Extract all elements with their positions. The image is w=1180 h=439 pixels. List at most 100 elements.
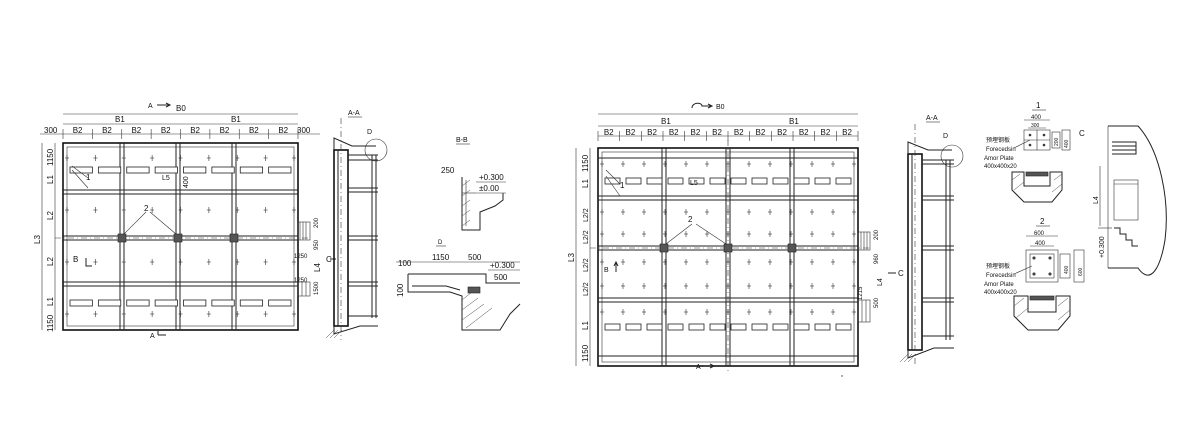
- left-top-slot: [154, 166, 178, 174]
- right-b2-5: B2: [691, 128, 701, 137]
- dim-left-l2-top: L2: [46, 211, 55, 220]
- right-bottom-slot: [688, 323, 705, 331]
- left-b2-4: B2: [161, 126, 171, 135]
- d2-dim-600-right: 600: [1078, 267, 1084, 276]
- r-dim-b1-left: B1: [661, 117, 671, 126]
- left-bottom-slot-row: [69, 299, 292, 307]
- dim-b0: B0: [176, 104, 186, 113]
- right-b2-8: B2: [756, 128, 766, 137]
- right-top-slot: [604, 177, 621, 185]
- d-dim-500-right: 500: [494, 273, 508, 282]
- right-bottom-slot: [751, 323, 768, 331]
- section-aa-title: A-A: [348, 110, 360, 117]
- right-bottom-slot: [772, 323, 789, 331]
- left-section-aa: A-A D: [325, 110, 388, 340]
- right-top-slot: [667, 177, 684, 185]
- r-callout-1: 1: [620, 181, 625, 190]
- d2-label-en2: Amor Plate: [984, 282, 1014, 288]
- dim-left-l2-bot: L2: [46, 257, 55, 266]
- right-b2-12: B2: [842, 128, 852, 137]
- right-top-slot: [814, 177, 831, 185]
- r-dim-left-l1-bot: L1: [581, 321, 590, 330]
- left-b2-6: B2: [220, 126, 230, 135]
- c-dim-l4: L4: [1093, 196, 1100, 204]
- dim-edge-left: 300: [44, 126, 58, 135]
- right-bottom-slot: [730, 323, 747, 331]
- left-bottom-slot: [69, 299, 93, 307]
- r-callout-2: 2: [688, 215, 693, 224]
- right-top-slot: [730, 177, 747, 185]
- right-top-slot: [646, 177, 663, 185]
- detail-c: C L4 +0.300: [1079, 125, 1167, 276]
- section-bb-title: B-B: [456, 137, 468, 144]
- dim-b1-left: B1: [115, 115, 125, 124]
- r-dim-left-l22-b: L2/2: [583, 230, 590, 244]
- r-dim-left-l22-a: L2/2: [583, 208, 590, 222]
- left-b2-5: B2: [190, 126, 200, 135]
- right-bottom-slot: [667, 323, 684, 331]
- right-b2-4: B2: [669, 128, 679, 137]
- left-top-slot: [268, 166, 292, 174]
- c-dim-0300: +0.300: [1099, 236, 1106, 258]
- left-top-slot: [126, 166, 150, 174]
- detail-mark-d: D: [367, 129, 372, 136]
- right-top-slot: [625, 177, 642, 185]
- d-dim-100-top: 100: [398, 259, 412, 268]
- d2-size: 400x400x20: [984, 290, 1017, 296]
- right-b2-10: B2: [799, 128, 809, 137]
- r-dim-left-l1-top: L1: [581, 179, 590, 188]
- d-dim-0300: +0.300: [490, 261, 515, 270]
- r-view-mark-b: B: [604, 267, 609, 274]
- right-b2-2: B2: [626, 128, 636, 137]
- detail-1: 1 400 300 200 400 预埋钢板 Forecedsin Amor P…: [984, 101, 1071, 203]
- right-bottom-slot: [835, 323, 852, 331]
- left-bottom-slot: [126, 299, 150, 307]
- left-b2-1: B2: [73, 126, 83, 135]
- dim-left-1150-top: 1150: [46, 148, 55, 166]
- right-b2-7: B2: [734, 128, 744, 137]
- right-top-slot-row: [604, 177, 852, 185]
- left-bottom-slot: [183, 299, 207, 307]
- right-bottom-slot: [604, 323, 621, 331]
- d-dim-100-left: 100: [396, 283, 405, 297]
- right-b2-3: B2: [647, 128, 657, 137]
- d1-size: 400x400x20: [984, 164, 1017, 170]
- left-bottom-slot: [97, 299, 122, 307]
- left-anchor-ticks: [65, 155, 296, 317]
- r-callout-l5: L5: [690, 180, 698, 187]
- left-b2-7: B2: [249, 126, 259, 135]
- dim-b1-right: B1: [231, 115, 241, 124]
- r-section-mark-top: B0: [716, 104, 725, 111]
- detail-c-title: C: [1079, 129, 1085, 138]
- dim-left-l1-top: L1: [46, 175, 55, 184]
- callout-1: 1: [86, 173, 91, 182]
- right-b2-1: B2: [604, 128, 614, 137]
- left-top-slot: [183, 166, 207, 174]
- r-dim-right-500: 500: [874, 297, 880, 308]
- r-dim-right-1215: 1215: [858, 286, 864, 300]
- r-dim-right-200: 200: [874, 229, 880, 240]
- callout-2: 2: [144, 204, 149, 213]
- left-bottom-slot: [154, 299, 178, 307]
- dim-edge-right: 300: [297, 126, 311, 135]
- left-top-slot: [239, 166, 264, 174]
- left-b2-2: B2: [102, 126, 112, 135]
- right-top-slot: [688, 177, 705, 185]
- d-dim-500-top: 500: [468, 253, 482, 262]
- right-top-slot: [835, 177, 852, 185]
- d1-dim-400-right: 400: [1064, 139, 1070, 148]
- right-b2-9: B2: [777, 128, 787, 137]
- d1-label-en1: Forecedsin: [986, 147, 1016, 153]
- r-section-mark-bottom: A: [696, 364, 701, 371]
- left-detail-d: D 100 1150 500 +0.300 500 100: [396, 240, 521, 331]
- r-dim-left-1150-top: 1150: [581, 154, 590, 172]
- left-b2-3: B2: [131, 126, 141, 135]
- right-b2-6: B2: [712, 128, 722, 137]
- right-bottom-slot-row: [604, 323, 852, 331]
- d2-dim-600-top: 600: [1034, 231, 1045, 237]
- r-dim-right-960: 960: [874, 253, 880, 264]
- bb-dim-250: 250: [441, 166, 455, 175]
